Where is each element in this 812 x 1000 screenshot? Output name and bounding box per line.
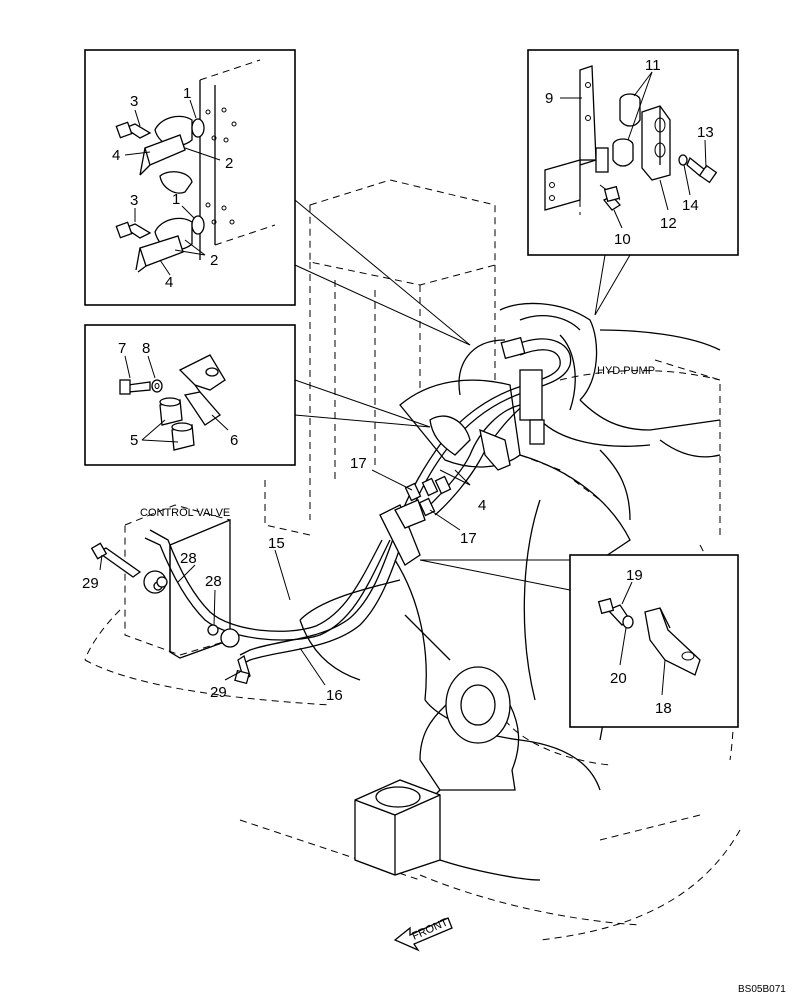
detail-connector-lines [294, 199, 631, 591]
hose-assembly [144, 338, 572, 666]
callout-28: 28 [180, 550, 197, 567]
callout-20: 20 [610, 670, 627, 687]
hyd-pump-label: HYD.PUMP [597, 365, 655, 377]
callout-11: 11 [645, 57, 661, 74]
callout-10: 10 [614, 231, 631, 248]
callout-4: 4 [478, 497, 486, 514]
callout-2: 2 [210, 252, 218, 269]
control-valve-label: CONTROL VALVE [140, 507, 230, 519]
front-label: FRONT [410, 916, 450, 942]
front-arrow: FRONT [393, 916, 453, 952]
callout-2: 2 [225, 155, 233, 172]
detail-box-flanges [84, 49, 296, 306]
callout-12: 12 [660, 215, 677, 232]
callout-4: 4 [112, 147, 120, 164]
callout-17: 17 [460, 530, 477, 547]
detail-box-bracket [527, 49, 739, 256]
pump-body [499, 302, 721, 521]
detail-box-clamp [84, 324, 296, 466]
callout-29: 29 [210, 684, 227, 701]
callout-4: 4 [165, 274, 173, 291]
swing-frame [299, 379, 631, 881]
callout-9: 9 [545, 90, 553, 107]
callout-18: 18 [655, 700, 672, 717]
callout-5: 5 [130, 432, 138, 449]
callout-3: 3 [130, 192, 138, 209]
callout-29: 29 [82, 575, 99, 592]
detail-box-clamp-plate [569, 554, 739, 728]
callout-1: 1 [172, 191, 180, 208]
callout-15: 15 [268, 535, 285, 552]
callout-28: 28 [205, 573, 222, 590]
main-leaders [99, 469, 471, 686]
callout-8: 8 [142, 340, 150, 357]
callout-13: 13 [697, 124, 714, 141]
callout-14: 14 [682, 197, 699, 214]
callout-19: 19 [626, 567, 643, 584]
callout-17: 17 [350, 455, 367, 472]
callout-16: 16 [326, 687, 343, 704]
callout-3: 3 [130, 93, 138, 110]
callout-1: 1 [183, 85, 191, 102]
pipe-clamp [379, 336, 545, 566]
figure-reference-code: BS05B071 [738, 984, 786, 995]
callout-7: 7 [118, 340, 126, 357]
callout-6: 6 [230, 432, 238, 449]
control-valve: CONTROL VALVE [90, 504, 251, 685]
